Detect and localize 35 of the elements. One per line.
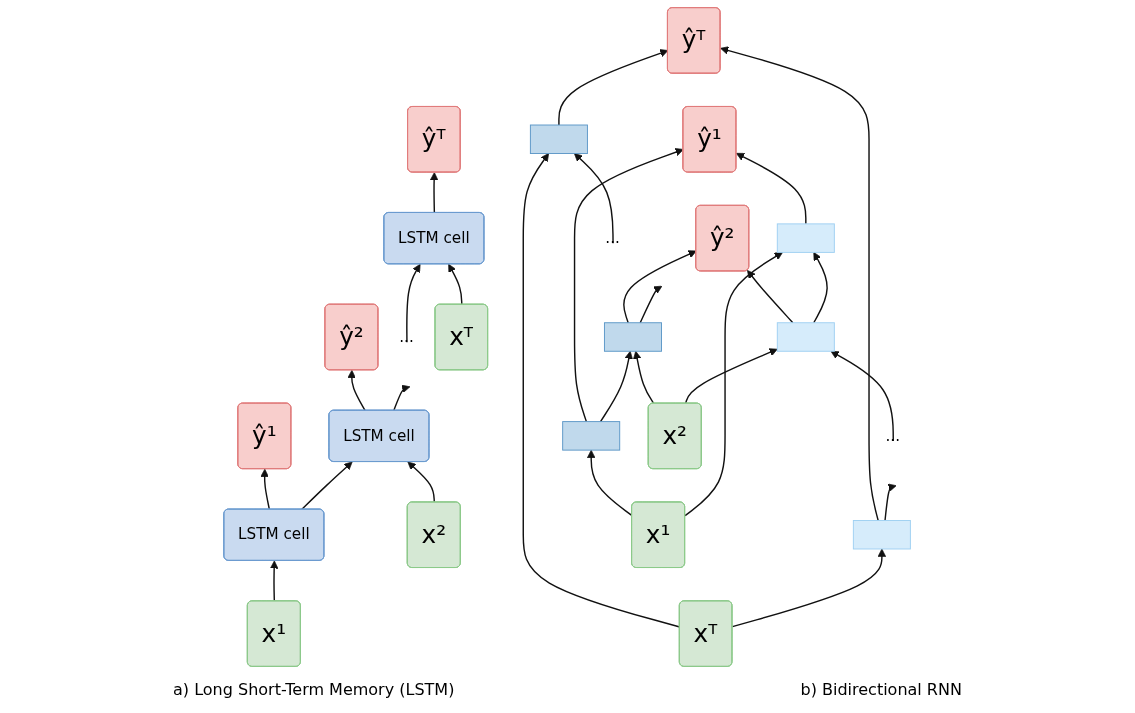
arrow bbox=[884, 483, 897, 522]
arrow bbox=[406, 263, 421, 343]
arrow bbox=[301, 461, 353, 511]
arrow bbox=[732, 548, 887, 628]
arrow bbox=[600, 350, 634, 423]
node-box bbox=[604, 322, 663, 352]
node-box bbox=[562, 421, 621, 451]
arrow bbox=[813, 252, 829, 324]
arrow bbox=[639, 285, 663, 324]
node-text: ... bbox=[605, 228, 621, 247]
arrow bbox=[270, 560, 279, 602]
arrow bbox=[393, 384, 411, 412]
node-box bbox=[777, 322, 836, 352]
arrow bbox=[623, 250, 697, 324]
arrow bbox=[522, 153, 681, 628]
node-text: ... bbox=[399, 327, 415, 346]
arrow bbox=[633, 350, 655, 405]
node-box bbox=[853, 520, 912, 550]
arrow bbox=[684, 252, 784, 517]
arrow bbox=[260, 468, 271, 511]
arrow bbox=[430, 172, 439, 214]
node-box bbox=[530, 124, 589, 154]
arrow bbox=[747, 270, 794, 324]
panel-caption: b) Bidirectional RNN bbox=[800, 680, 962, 699]
arrow bbox=[347, 369, 367, 412]
panel-caption: a) Long Short-Term Memory (LSTM) bbox=[173, 680, 455, 699]
node-text: ... bbox=[885, 426, 901, 445]
arrow bbox=[720, 46, 880, 522]
arrow bbox=[830, 350, 895, 442]
arrow bbox=[448, 263, 463, 306]
node-box bbox=[777, 223, 836, 253]
arrow bbox=[558, 49, 669, 126]
arrow bbox=[685, 348, 779, 405]
arrow bbox=[574, 148, 685, 423]
arrow bbox=[736, 152, 807, 225]
